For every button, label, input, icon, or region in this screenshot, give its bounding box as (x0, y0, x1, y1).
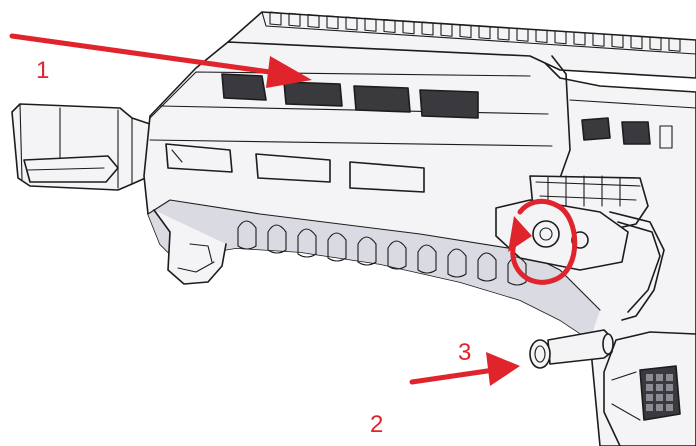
rail-tooth (611, 33, 624, 49)
grip-stud (666, 394, 673, 401)
rail-tooth (345, 16, 358, 31)
grip-rib (477, 252, 497, 282)
hand-stop (153, 209, 227, 285)
rail-tooth (326, 15, 339, 30)
rail-tooth (535, 28, 548, 44)
grip-rib (417, 244, 437, 274)
arrow-2 (409, 352, 520, 386)
grip-stud (646, 404, 653, 411)
top-rail (227, 11, 696, 79)
grip-stud (646, 384, 653, 391)
rail-tooth (630, 35, 643, 50)
rail-tooth (288, 12, 301, 27)
rail-teeth (269, 11, 681, 52)
grip-rib (357, 236, 377, 266)
lever-assembly (495, 175, 665, 321)
rail-tooth (668, 37, 681, 52)
rail-tooth (516, 27, 529, 42)
rail-tooth (402, 20, 415, 35)
upper-vent-slots (221, 73, 479, 119)
grip-stud (656, 404, 663, 411)
rail-tooth (383, 18, 396, 34)
magazine-release-grip (646, 374, 673, 411)
rail-tooth (478, 25, 491, 40)
grip-rib (297, 228, 317, 258)
rail-tooth (364, 17, 377, 32)
rail-tooth (307, 13, 320, 29)
grip-rib (237, 220, 257, 250)
grip-rib (447, 248, 467, 278)
rail-tooth (592, 32, 605, 47)
grip-rib (267, 224, 287, 254)
rail-tooth (497, 26, 510, 41)
rail-tooth (440, 22, 453, 37)
takedown-pin (529, 329, 614, 369)
rail-tooth (421, 21, 434, 36)
grip-rib (327, 232, 347, 262)
grip-stud (656, 384, 663, 391)
grip-stud (656, 394, 663, 401)
grip-rib (387, 240, 407, 270)
grip-stud (646, 374, 653, 381)
grip-stud (666, 384, 673, 391)
grip-stud (656, 374, 663, 381)
rail-tooth (554, 30, 567, 45)
arrow-1 (9, 33, 312, 88)
grip-stud (646, 394, 653, 401)
rail-tooth (459, 23, 472, 39)
rotate-arrow (508, 198, 578, 285)
callout-1: 1 (36, 57, 49, 84)
callout-2: 2 (370, 411, 383, 438)
lower-vent-slots (165, 143, 425, 193)
grip-stud (666, 404, 673, 411)
grip-stud (666, 374, 673, 381)
receiver (551, 55, 696, 179)
barrel (11, 103, 151, 191)
callout-3: 3 (458, 339, 471, 366)
rail-tooth (269, 11, 282, 26)
rail-tooth (649, 36, 662, 51)
rail-tooth (573, 31, 586, 46)
